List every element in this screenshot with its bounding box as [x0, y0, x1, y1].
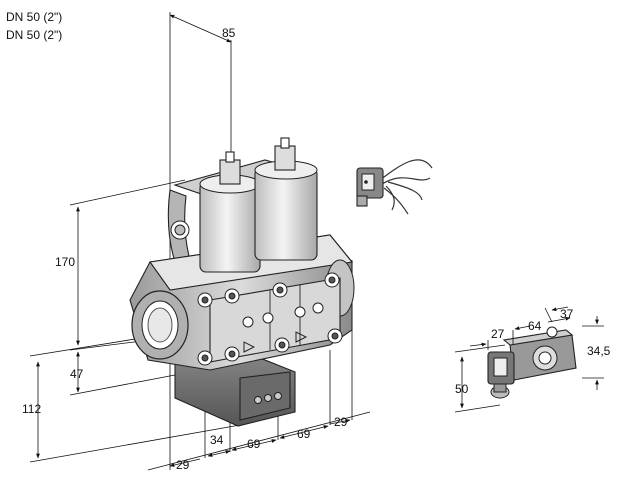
dim-69-first: 69	[247, 437, 261, 451]
dim-85: 85	[222, 26, 236, 40]
dim-69-second: 69	[297, 427, 311, 441]
model-label: DN 50 (2")	[6, 10, 63, 24]
coil-with-cables	[356, 159, 433, 215]
dim-37: 37	[560, 307, 574, 321]
side-dimension-lines	[454, 306, 604, 413]
double-valve-assembly	[129, 137, 355, 427]
dim-27: 27	[491, 327, 505, 341]
connector-side-view	[487, 326, 577, 399]
dim-34: 34	[210, 433, 224, 447]
dim-34-5: 34,5	[587, 344, 611, 358]
dim-29-left: 29	[176, 458, 190, 472]
dim-112: 112	[22, 402, 41, 416]
dim-64: 64	[528, 319, 542, 333]
dim-50: 50	[455, 382, 469, 396]
dim-47: 47	[70, 367, 84, 381]
model-label-secondary: DN 50 (2")	[6, 28, 63, 42]
dim-170: 170	[55, 255, 75, 269]
dim-29-right: 29	[334, 415, 348, 429]
